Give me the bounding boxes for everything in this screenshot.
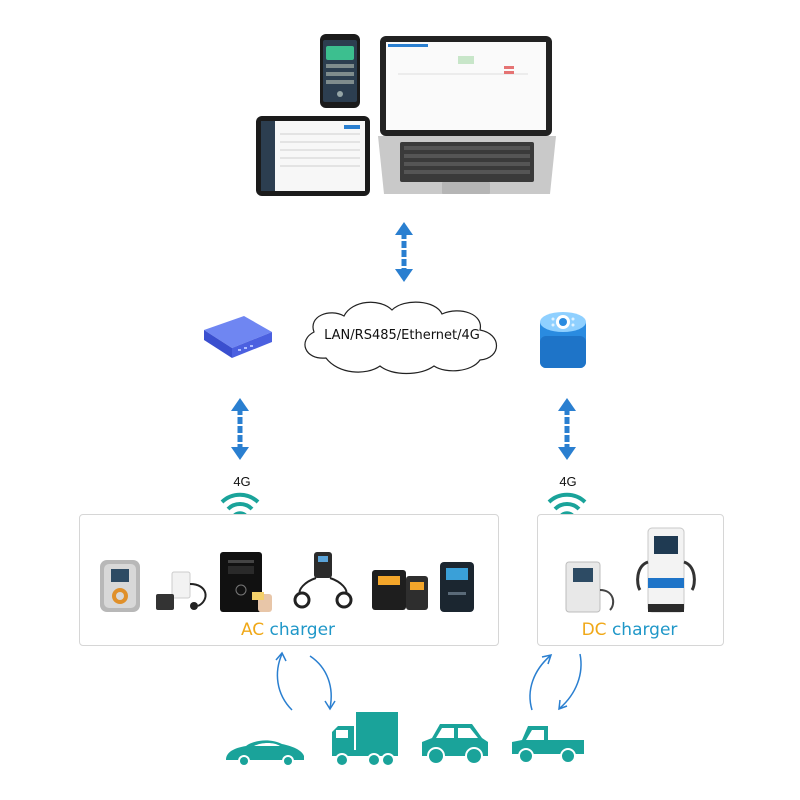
network-label: LAN/RS485/Ethernet/4G xyxy=(324,328,480,343)
pickup-icon xyxy=(512,726,584,764)
dc-label-rest: charger xyxy=(606,620,678,640)
dc-label-accent: DC xyxy=(581,620,607,640)
dc-charger-pillar xyxy=(636,527,696,613)
double-arrow-left xyxy=(231,398,249,460)
dc-charger-wallbox xyxy=(565,561,615,613)
ac-charger-dual-cable xyxy=(293,552,353,609)
ac-charger-pair xyxy=(372,570,428,610)
tablet-device xyxy=(256,116,370,196)
ac-charger-rfid xyxy=(220,552,272,612)
ac-charger-panel xyxy=(79,514,499,646)
double-arrow-top xyxy=(395,222,413,282)
ac-charger-tall xyxy=(440,562,474,612)
phone-device xyxy=(320,34,360,108)
ac-charger-wallbox-1 xyxy=(100,560,140,612)
double-arrow-right xyxy=(558,398,576,460)
ac-label-accent: AC xyxy=(240,620,265,640)
hatchback-icon xyxy=(422,724,488,765)
router-icon xyxy=(204,316,272,358)
laptop-device xyxy=(378,36,556,194)
server-icon xyxy=(540,312,586,368)
dc-charger-label: DC charger xyxy=(537,620,722,640)
ac-label-rest: charger xyxy=(264,620,336,640)
cloud-icon xyxy=(304,301,497,375)
link-label-left: 4G xyxy=(233,474,251,489)
sports-car-icon xyxy=(226,740,304,767)
curved-arrows-ac xyxy=(275,651,336,711)
curved-arrows-dc xyxy=(529,653,582,711)
link-label-right: 4G xyxy=(559,474,577,489)
ac-charger-label: AC charger xyxy=(79,620,497,640)
ac-charger-portable xyxy=(156,571,207,610)
truck-icon xyxy=(332,712,398,767)
